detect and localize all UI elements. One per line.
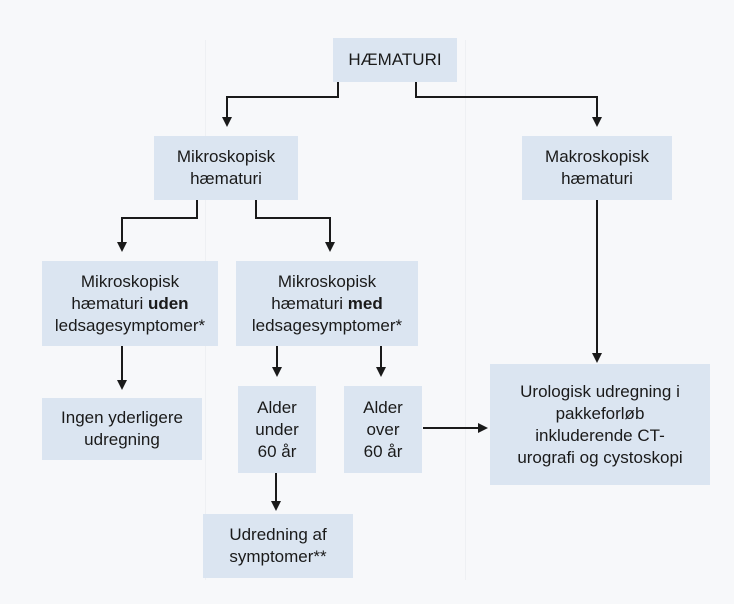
node-urologisk-line1: Urologisk udregning i <box>520 381 680 401</box>
node-urologisk-line3: inkluderende CT- <box>535 425 665 445</box>
node-uden-line1: Mikroskopisk <box>80 271 180 291</box>
node-udredning-line2: symptomer** <box>229 547 327 566</box>
node-mikroskopisk-line1: Mikroskopisk <box>176 147 276 166</box>
node-mikroskopisk-line2: hæmaturi <box>190 169 262 188</box>
node-makroskopisk-haematuri: Makroskopisk hæmaturi <box>522 136 672 200</box>
node-urologisk-line2: pakkeforløb <box>555 403 645 423</box>
node-alder-under-60: Alder under 60 år <box>238 386 316 473</box>
node-mikroskopisk-uden: Mikroskopisk hæmaturi uden ledsagesympto… <box>42 261 218 346</box>
node-udredning-line1: Udredning af <box>229 525 327 544</box>
node-med-line2: hæmaturi med <box>252 293 402 315</box>
node-med-line2-bold: med <box>347 293 383 313</box>
node-ingen-line1: Ingen yderligere <box>61 408 183 427</box>
node-med-line3: ledsagesymptomer* <box>251 315 403 335</box>
node-udredning-af-symptomer: Udredning af symptomer** <box>203 514 353 578</box>
node-alder-under-line2: under <box>255 419 299 439</box>
node-alder-over-line3: 60 år <box>363 441 403 461</box>
node-urologisk-line4: urografi og cystoskopi <box>517 447 683 467</box>
node-alder-under-line3: 60 år <box>257 441 297 461</box>
arrow-root-to-mikroskopisk <box>222 82 339 127</box>
node-urologisk-udregning: Urologisk udregning i pakkeforløb inklud… <box>490 364 710 485</box>
node-med-line1: Mikroskopisk <box>277 271 377 291</box>
node-haematuri-label: HÆMATURI <box>348 50 442 69</box>
node-makroskopisk-line2: hæmaturi <box>561 169 633 188</box>
node-ingen-yderligere-udregning: Ingen yderligere udregning <box>42 398 202 460</box>
node-haematuri: HÆMATURI <box>333 38 457 82</box>
node-alder-over-60: Alder over 60 år <box>344 386 422 473</box>
arrow-root-to-makroskopisk <box>415 82 602 127</box>
node-mikroskopisk-med: Mikroskopisk hæmaturi med ledsagesymptom… <box>236 261 418 346</box>
arrow-mikroskopisk-to-med <box>255 200 335 252</box>
node-uden-line2-bold: uden <box>147 293 189 313</box>
node-med-line2-prefix: hæmaturi <box>271 293 348 313</box>
node-alder-over-line1: Alder <box>363 397 403 417</box>
node-alder-over-line2: over <box>366 419 400 439</box>
node-makroskopisk-line1: Makroskopisk <box>545 147 649 166</box>
arrow-mikroskopisk-to-uden <box>117 200 198 252</box>
node-uden-line2-prefix: hæmaturi <box>71 293 148 313</box>
node-alder-under-line1: Alder <box>257 397 297 417</box>
node-uden-line3: ledsagesymptomer* <box>54 315 206 335</box>
node-ingen-line2: udregning <box>84 430 160 449</box>
node-uden-line2: hæmaturi uden <box>55 293 205 315</box>
background-rule <box>465 40 466 580</box>
node-mikroskopisk-haematuri: Mikroskopisk hæmaturi <box>154 136 298 200</box>
